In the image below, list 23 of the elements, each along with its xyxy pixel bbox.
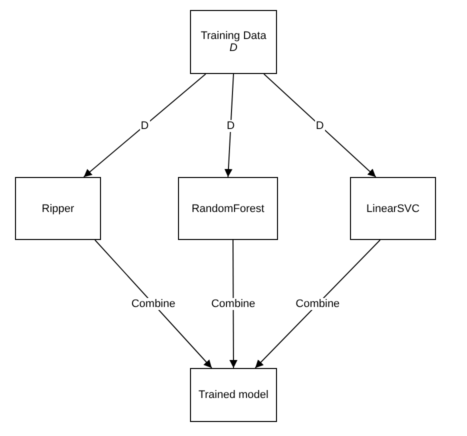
arrow [254, 240, 381, 368]
node-label: Training Data [200, 30, 266, 42]
edge-label: D [314, 120, 325, 132]
process-box [15, 177, 101, 240]
edge-label: D [226, 120, 236, 132]
arrow [229, 240, 238, 368]
node-label: Trained model [198, 389, 268, 401]
edge-label: D [140, 120, 150, 132]
arrow [224, 74, 234, 178]
edge-label: Combine [130, 298, 176, 310]
node-label: LinearSVC [366, 202, 420, 214]
process-box [190, 10, 277, 74]
edge-label: Combine [210, 298, 256, 310]
edge-label: Combine [294, 298, 341, 310]
process-box [350, 177, 436, 240]
process-box [190, 368, 277, 422]
node-label: RandomForest [192, 202, 264, 214]
process-box [178, 177, 278, 240]
node-label: Ripper [42, 202, 74, 214]
arrow [83, 74, 206, 178]
node-sublabel: D [230, 42, 238, 54]
arrow [263, 74, 376, 178]
arrow [94, 240, 212, 368]
